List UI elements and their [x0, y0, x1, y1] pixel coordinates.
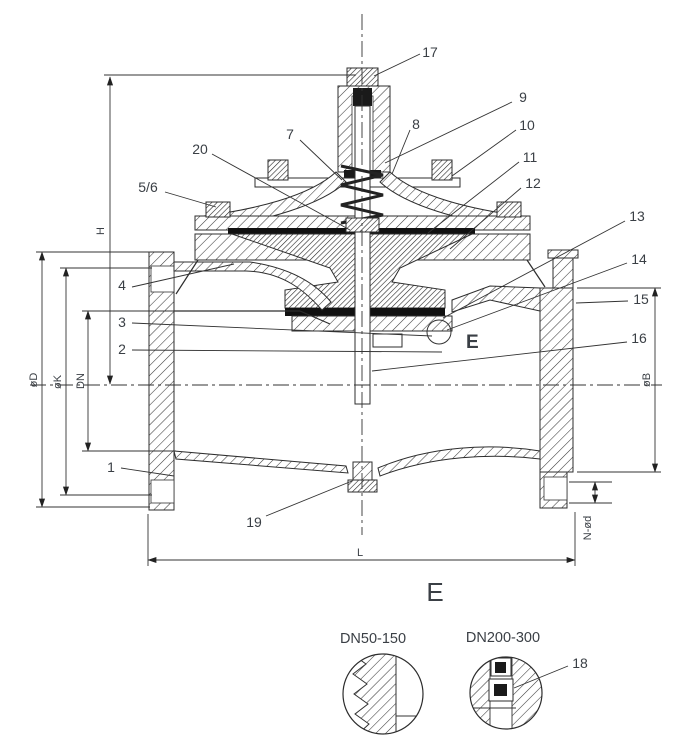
valve-body-section — [148, 67, 579, 511]
drain-plug — [347, 479, 378, 493]
dimensions: øD øK DN H øB N-ød L — [28, 74, 661, 566]
callout-16: 16 — [631, 330, 647, 346]
outlet-hub — [552, 257, 574, 289]
callout-4: 4 — [118, 277, 126, 293]
dim-label-bolt-circle: øK — [52, 374, 64, 389]
body-wall-lower-left — [173, 450, 349, 474]
callout-14: 14 — [631, 251, 647, 267]
body-wall-upper-left — [173, 261, 332, 311]
seat-pin — [372, 333, 403, 348]
callout-8: 8 — [412, 116, 420, 132]
bore-venturi-left — [299, 310, 331, 325]
callout-19: 19 — [246, 514, 262, 530]
detail-circle-large-content — [470, 657, 542, 729]
detail-view-e: E DN50-150 DN200-300 18 — [340, 577, 588, 735]
callout-12: 12 — [525, 175, 541, 191]
callout-3: 3 — [118, 314, 126, 330]
drain-boss — [352, 461, 373, 483]
dim-label-bolt-holes: N-ød — [582, 516, 594, 540]
outlet-flange — [539, 287, 574, 473]
inlet-flange — [148, 251, 175, 511]
inlet-bolt-hole-bottom — [150, 479, 175, 504]
callout-2: 2 — [118, 341, 126, 357]
detail-circle-small-content — [350, 654, 423, 734]
callout-20: 20 — [192, 141, 208, 157]
detail-circle-large — [469, 656, 543, 730]
callout-leaders — [120, 53, 629, 517]
callout-13: 13 — [629, 208, 645, 224]
seat-ring — [291, 315, 453, 332]
detail-title: E — [426, 577, 443, 607]
callout-17: 17 — [422, 44, 438, 60]
stem — [354, 105, 371, 405]
detail-large-range-label: DN200-300 — [466, 630, 540, 646]
leader-18 — [513, 665, 569, 689]
callout-9: 9 — [519, 89, 527, 105]
dim-label-nominal-bore: DN — [75, 373, 87, 389]
callout-15: 15 — [633, 291, 649, 307]
callout-numbers: 17 9 10 11 12 13 14 15 16 7 8 20 5/6 4 3… — [107, 44, 649, 530]
cap-nut — [346, 67, 379, 87]
callout-11: 11 — [523, 149, 538, 165]
cover-bolt-left — [267, 159, 289, 181]
cover-bolt-right — [431, 159, 453, 181]
detail-circle-small — [342, 653, 424, 735]
stem-nut — [345, 217, 380, 233]
body-rib-right — [526, 259, 546, 288]
dim-label-flange-od: øD — [28, 373, 40, 388]
inlet-bolt-hole-top — [150, 265, 175, 293]
stem-collar — [353, 88, 372, 106]
detail-e-marker-circle — [426, 319, 452, 345]
body-rib-left — [175, 259, 199, 295]
outlet-bolt-hole — [543, 476, 568, 501]
dim-label-outlet-dia: øB — [641, 373, 653, 387]
callout-18: 18 — [572, 655, 588, 671]
flange-bolt-left — [205, 201, 231, 218]
detail-small-range-label: DN50-150 — [340, 631, 406, 647]
callout-7: 7 — [286, 126, 294, 142]
detail-e-marker-label: E — [466, 332, 479, 353]
callout-10: 10 — [519, 117, 535, 133]
dim-label-length: L — [357, 547, 363, 559]
dim-label-height: H — [95, 227, 107, 235]
centerlines — [30, 14, 662, 535]
flange-bolt-right — [496, 201, 522, 218]
callout-1: 1 — [107, 459, 115, 475]
spring — [340, 164, 384, 225]
body-wall-upper-right — [451, 285, 541, 313]
body-wall-lower-right — [377, 446, 541, 477]
callout-5-6: 5/6 — [138, 179, 158, 195]
